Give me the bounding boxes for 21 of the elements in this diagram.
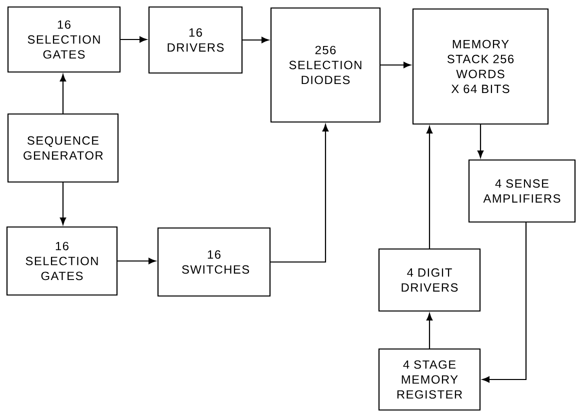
arrow (270, 124, 329, 263)
block-box: 16 SWITCHES (157, 227, 271, 297)
block-box: SEQUENCE GENERATOR (7, 113, 119, 183)
arrow (120, 36, 147, 43)
arrow (426, 313, 433, 348)
arrow (426, 126, 433, 248)
block-box: 256 SELECTION DIODES (270, 7, 381, 123)
arrow (60, 74, 66, 114)
arrow (380, 62, 411, 68)
arrow (118, 258, 156, 264)
arrow (477, 124, 484, 158)
arrow (482, 222, 527, 383)
block-box: 16 SELECTION GATES (6, 226, 118, 296)
block-box: 4 SENSE AMPLIFIERS (468, 159, 576, 223)
block-box: 4 DIGIT DRIVERS (378, 248, 481, 312)
block-box: 16 SELECTION GATES (7, 6, 121, 73)
block-box: 4 STAGE MEMORY REGISTER (378, 348, 481, 411)
block-box: 16 DRIVERS (148, 6, 243, 74)
arrow (242, 36, 269, 44)
block-box: MEMORY STACK 256 WORDS X 64 BITS (412, 8, 549, 125)
arrow (60, 182, 66, 225)
